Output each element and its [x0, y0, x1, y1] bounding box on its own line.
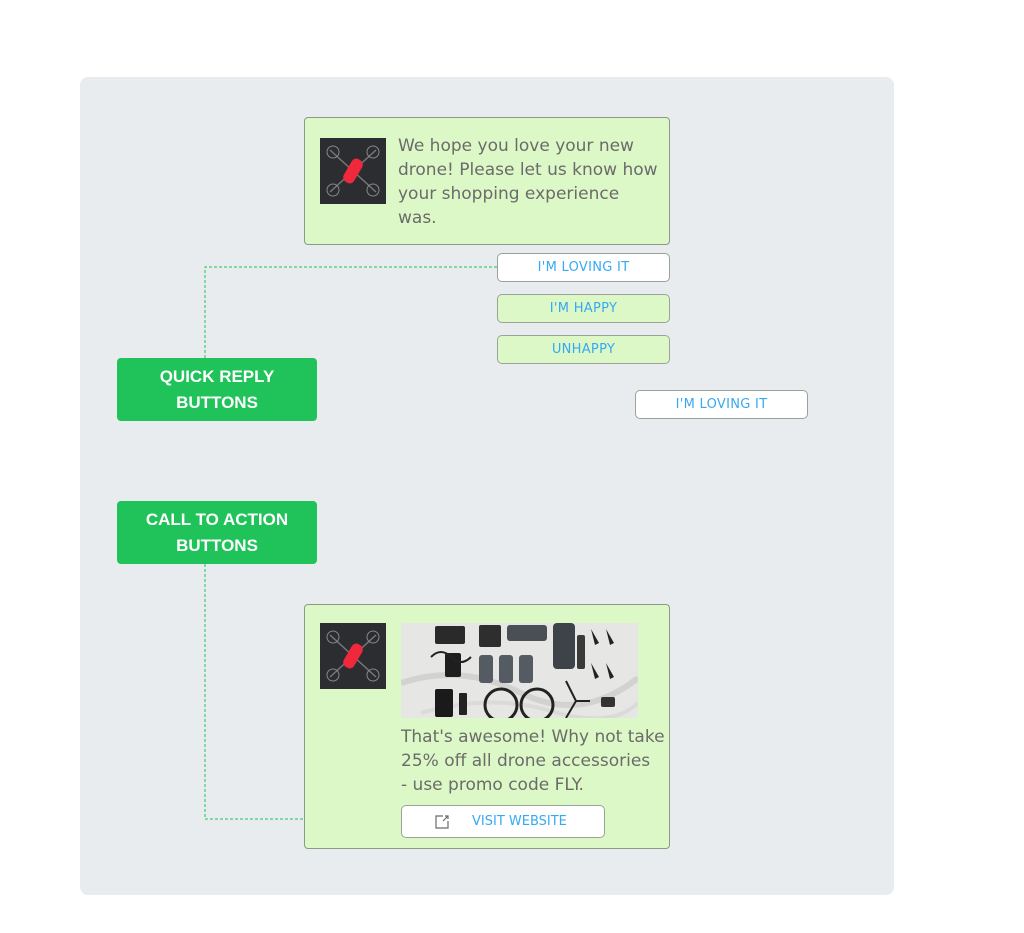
visit-website-button[interactable]: VISIT WEBSITE	[401, 805, 605, 838]
quick-reply-loving-button[interactable]: I'M LOVING IT	[497, 253, 670, 282]
drone-avatar	[320, 623, 386, 689]
visit-website-label: VISIT WEBSITE	[472, 814, 567, 829]
message-bubble-1: We hope you love your new drone! Please …	[304, 117, 670, 245]
drone-avatar	[320, 138, 386, 204]
message-2-text: That's awesome! Why not take 25% off all…	[401, 727, 665, 795]
message-bubble-2: That's awesome! Why not take 25% off all…	[304, 604, 670, 849]
quick-reply-happy-button[interactable]: I'M HAPPY	[497, 294, 670, 323]
quick-reply-unhappy-button[interactable]: UNHAPPY	[497, 335, 670, 364]
external-link-icon	[435, 815, 449, 829]
drone-accessories-photo	[401, 623, 638, 718]
user-reply-bubble: I'M LOVING IT	[635, 390, 808, 419]
message-1-text: We hope you love your new drone! Please …	[398, 136, 658, 228]
call-to-action-tag: CALL TO ACTION BUTTONS	[117, 501, 317, 564]
quick-reply-tag: QUICK REPLY BUTTONS	[117, 358, 317, 421]
